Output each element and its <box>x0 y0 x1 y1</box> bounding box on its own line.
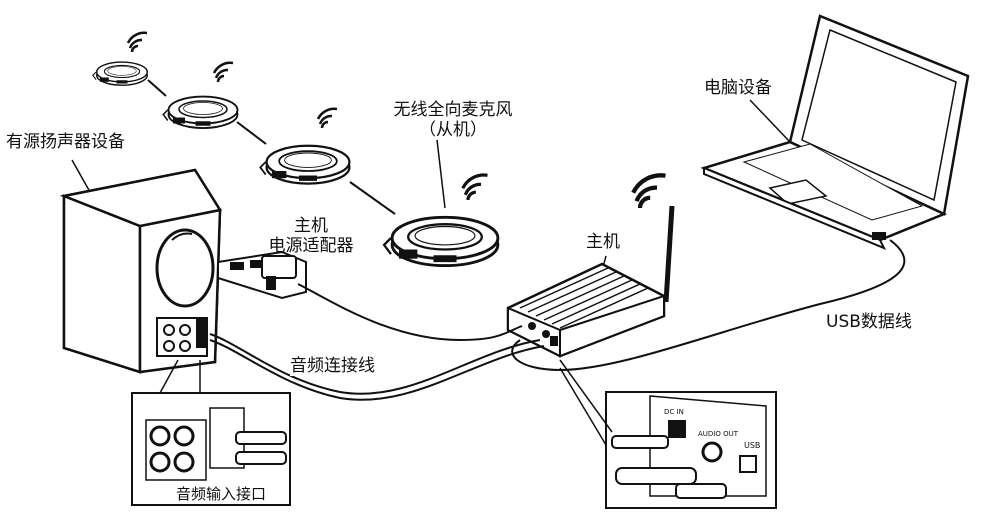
usb-cable <box>511 239 906 372</box>
audio-cable-label: 音频连接线 <box>290 356 375 376</box>
mic-link-3 <box>349 181 396 215</box>
panel-label-dc-in: DC IN <box>664 408 684 416</box>
wireless-signal-icon <box>212 61 235 84</box>
host-unit <box>506 205 675 358</box>
audio-input-label: 音频输入接口 <box>176 484 267 504</box>
wireless-signal-icon <box>316 107 339 130</box>
mic-link-2 <box>236 121 267 145</box>
speaker-label: 有源扬声器设备 <box>6 132 125 152</box>
panel-label-audio-out: AUDIO OUT <box>698 430 739 438</box>
audio-cable <box>209 333 541 395</box>
laptop <box>700 14 970 250</box>
microphone-3 <box>259 144 351 185</box>
usb-cable-label: USB数据线 <box>826 312 912 332</box>
host-label: 主机 <box>586 232 620 252</box>
computer-label: 电脑设备 <box>704 78 772 98</box>
audio-input-inset <box>131 359 291 506</box>
adapter-label-line2: 电源适配器 <box>268 236 354 256</box>
microphone-label: 无线全向麦克风 （从机） <box>378 100 528 140</box>
host-panel-inset <box>559 359 777 509</box>
panel-label-usb: USB <box>744 441 760 450</box>
microphone-1 <box>92 61 148 86</box>
mic-link-1 <box>147 79 167 97</box>
power-cable <box>297 283 523 342</box>
wireless-signal-icon <box>633 175 665 208</box>
microphone-2 <box>162 95 239 129</box>
microphone-main <box>382 215 500 268</box>
microphone-label-line1: 无线全向麦克风 <box>393 100 513 120</box>
power-strip <box>217 250 307 300</box>
adapter-label-line1: 主机 <box>294 216 328 236</box>
wireless-signal-icon <box>461 173 490 202</box>
speaker-cabinet <box>59 168 223 374</box>
microphone-label-line2: （从机） <box>419 120 487 140</box>
wireless-signal-icon <box>126 31 149 54</box>
adapter-label: 主机 电源适配器 <box>256 216 366 256</box>
